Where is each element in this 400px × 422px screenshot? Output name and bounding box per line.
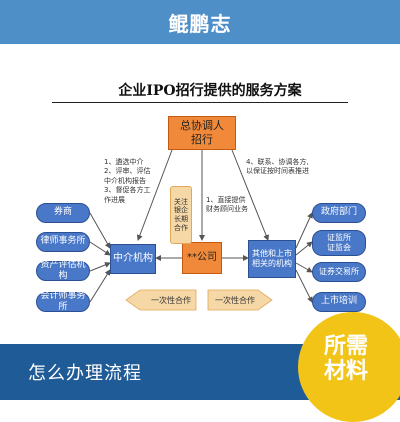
arrow-right-label: 一次性合作 [215,296,255,305]
diagram-title: 企业IPO招行提供的服务方案 [118,83,302,99]
connector-top-right [231,149,269,241]
connector-left-1 [89,212,111,249]
right-node-regulator: 证监所 证监会 [312,230,366,256]
top-banner: 鲲鹏志 [0,0,400,44]
right-node-government: 政府部门 [312,203,366,223]
badge-line-2: 材料 [324,359,369,385]
connector-right-1 [295,212,313,249]
diagram-connectors [89,149,313,311]
connector-left-2 [89,241,111,256]
materials-badge[interactable]: 所需 材料 [298,312,400,422]
left-node-asset-appraisal: 资产评估机构 [36,260,90,281]
note-center: 1、直接提供 财务顾问业务 [206,196,248,214]
connector-top-left [136,149,173,241]
connector-left-3 [89,262,111,272]
intermediary-hub: 中介机构 [110,244,156,274]
caption-text: 怎么办理流程 [28,363,142,384]
related-institutions-hub: 其他和上市 相关的机构 [248,240,296,278]
right-node-listing-training: 上市培训 [312,292,366,312]
left-node-accounting-firm: 会计师事务所 [36,291,90,312]
company-box: **公司 [182,242,222,274]
title-divider [52,102,348,103]
connector-right-2 [295,241,313,256]
connector-right-3 [295,262,313,273]
right-node-exchange: 证券交易所 [312,262,366,282]
left-node-securities: 券商 [36,203,90,223]
badge-line-1: 所需 [324,334,369,359]
one-time-arrow-left [125,289,197,311]
arrow-left-label: 一次性合作 [151,296,191,305]
one-time-arrow-right [207,289,273,311]
coordinator-box: 总协调人 招行 [168,116,236,150]
note-right: 4、联系、协调各方, 以保证按时间表推进 [246,158,309,176]
concern-pill: 关注 银企 长期 合作 [170,186,192,244]
left-node-law-firm: 律师事务所 [36,232,90,252]
note-left: 1、遴选中介 2、评审、评估 中介机构报告 3、督促各方工 作进展 [104,158,151,204]
connector-left-4 [89,269,111,303]
connector-right-4 [295,269,313,303]
banner-title: 鲲鹏志 [168,11,232,36]
